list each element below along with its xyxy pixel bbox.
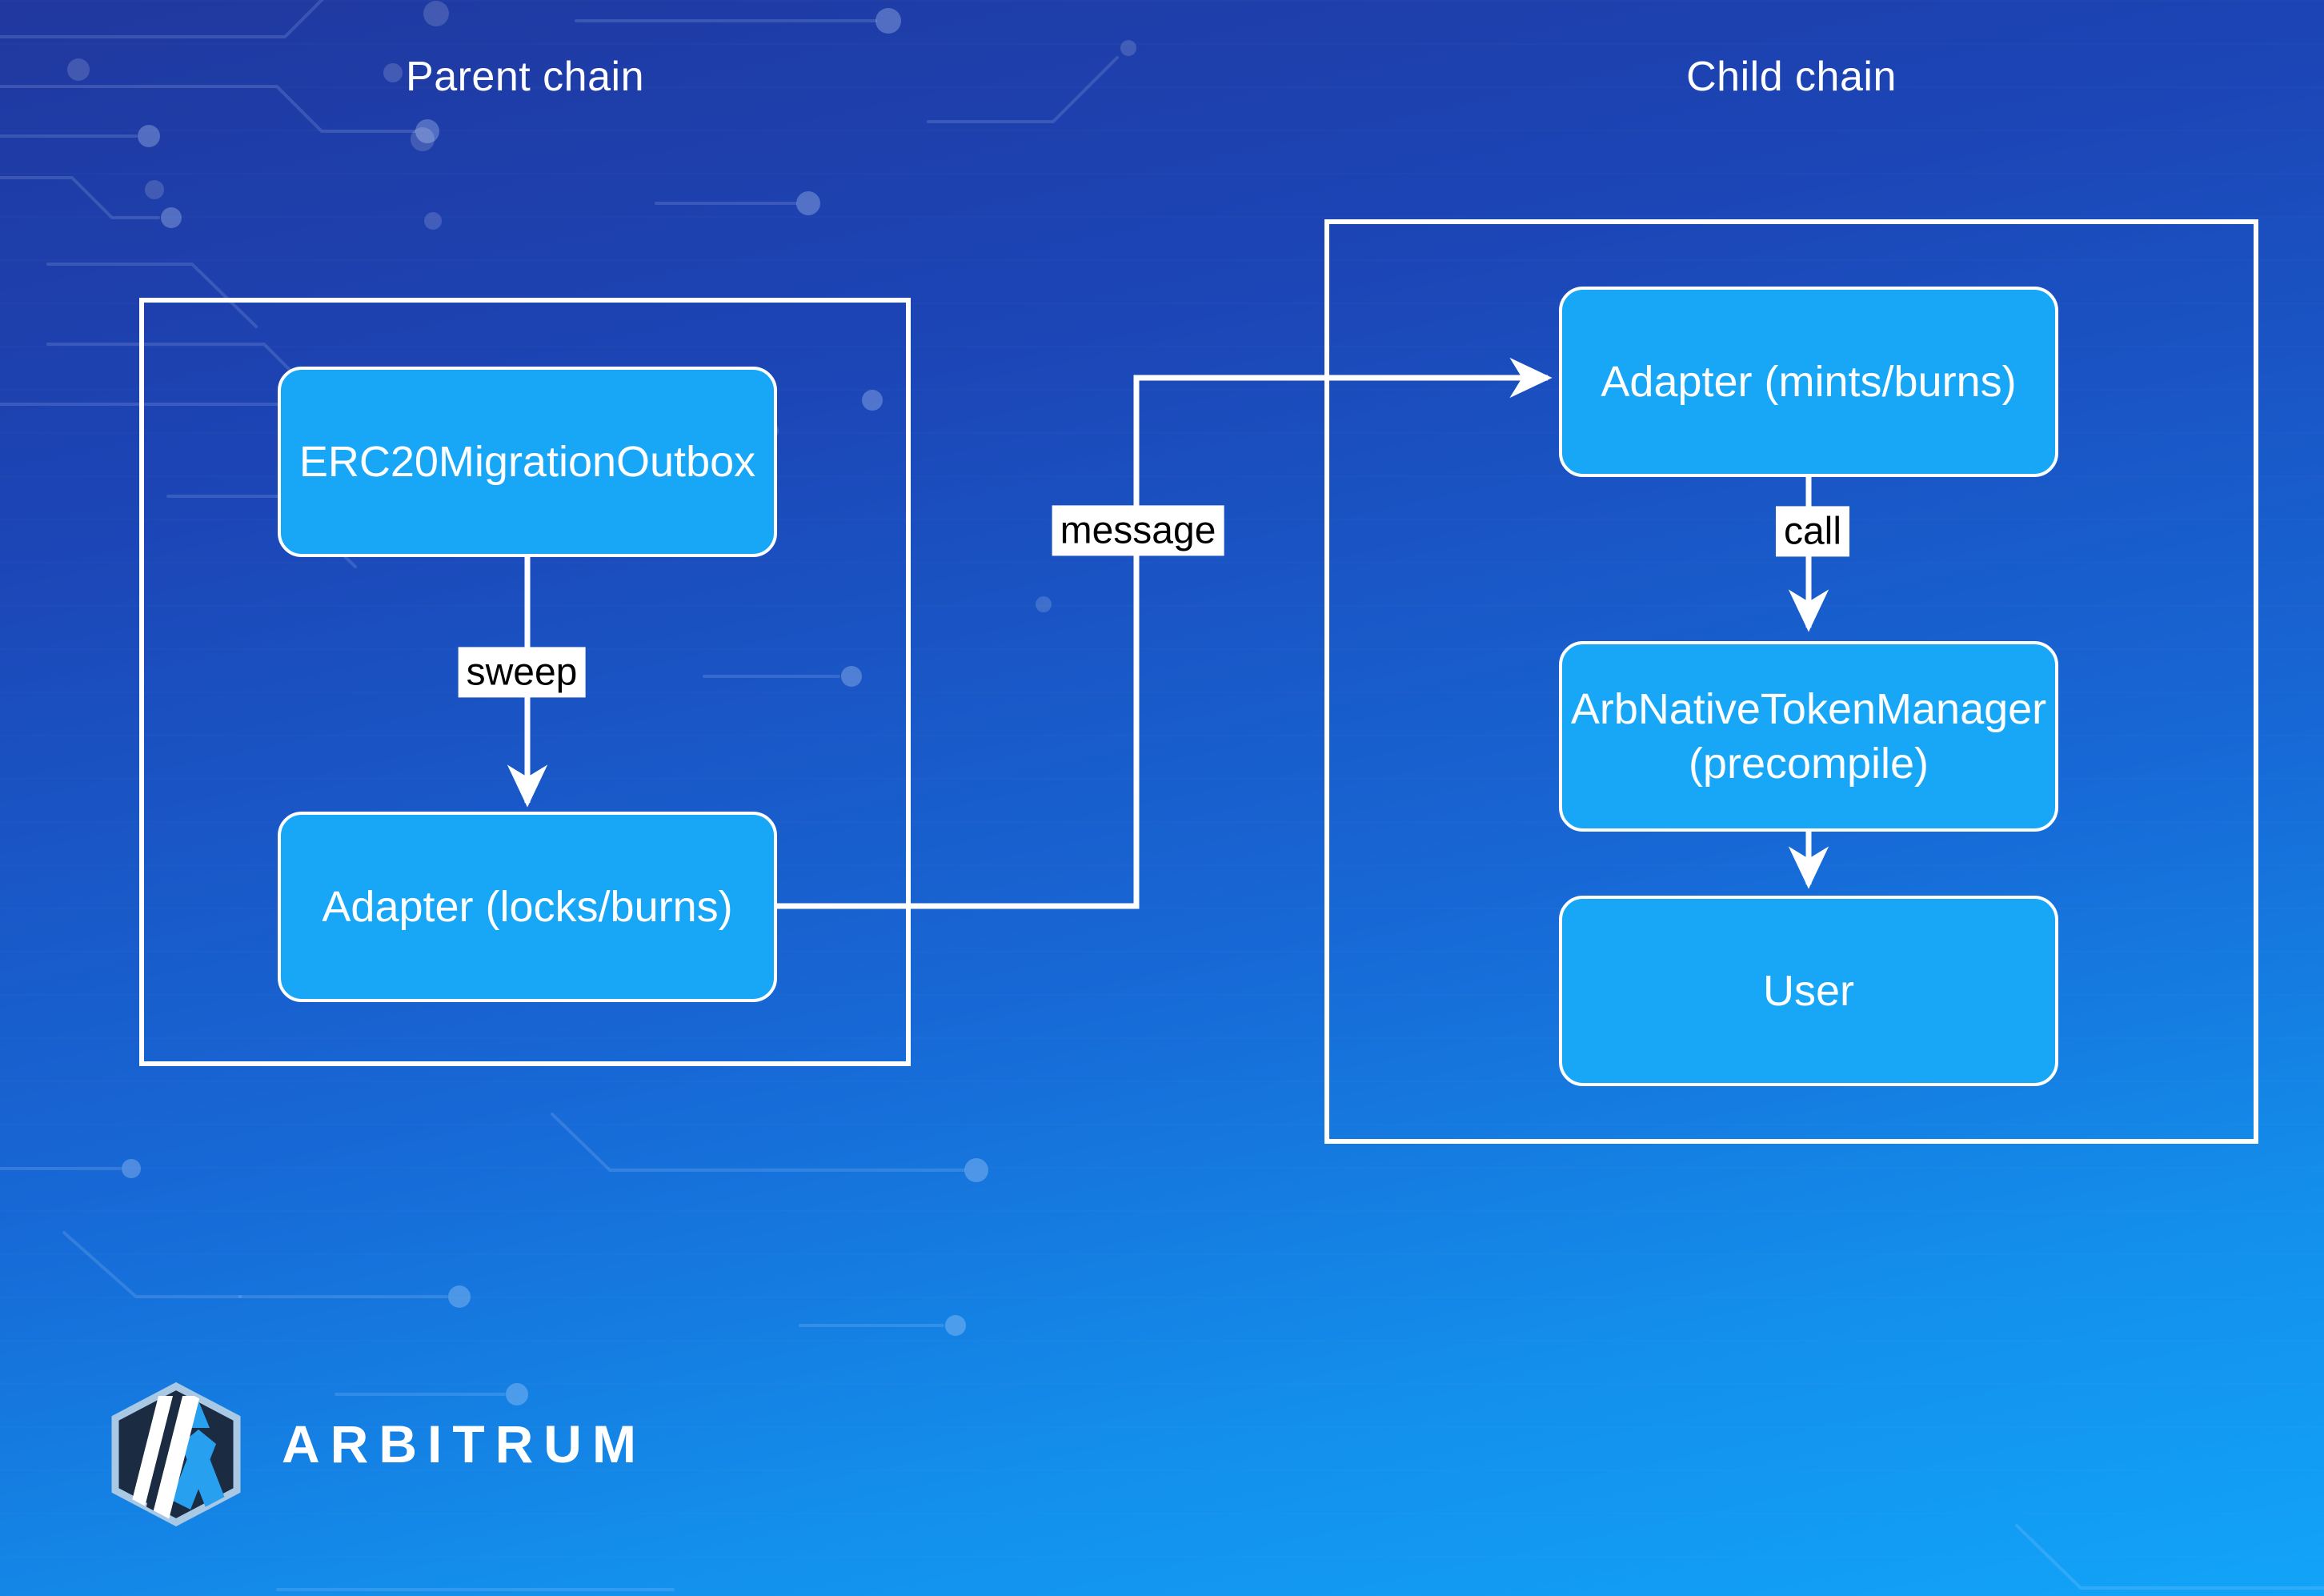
node-erc20-migration-outbox-label: ERC20MigrationOutbox bbox=[299, 438, 756, 486]
child-chain-container bbox=[1324, 219, 2258, 1144]
node-adapter-mints-burns-label: Adapter (mints/burns) bbox=[1601, 358, 2017, 406]
node-adapter-locks-burns-label: Adapter (locks/burns) bbox=[322, 883, 733, 931]
node-user-label: User bbox=[1762, 967, 1854, 1015]
edge-label-call: call bbox=[1775, 506, 1850, 557]
parent-chain-title: Parent chain bbox=[406, 54, 644, 100]
node-adapter-locks-burns: Adapter (locks/burns) bbox=[278, 812, 777, 1002]
child-chain-title: Child chain bbox=[1686, 54, 1897, 100]
node-adapter-mints-burns: Adapter (mints/burns) bbox=[1559, 287, 2058, 477]
arbitrum-logo-icon bbox=[111, 1381, 241, 1527]
node-arb-native-token-manager-label-line2: (precompile) bbox=[1688, 740, 1929, 788]
arbitrum-wordmark: ARBITRUM bbox=[282, 1414, 647, 1474]
node-user: User bbox=[1559, 896, 2058, 1086]
node-arb-native-token-manager: ArbNativeTokenManager (precompile) bbox=[1559, 641, 2058, 832]
node-arb-native-token-manager-label-line1: ArbNativeTokenManager bbox=[1570, 685, 2047, 733]
edge-message-arrow bbox=[777, 357, 1553, 909]
edge-label-message: message bbox=[1052, 505, 1224, 556]
node-erc20-migration-outbox: ERC20MigrationOutbox bbox=[278, 367, 777, 557]
edge-label-sweep: sweep bbox=[458, 647, 586, 698]
parent-chain-container bbox=[139, 298, 911, 1066]
